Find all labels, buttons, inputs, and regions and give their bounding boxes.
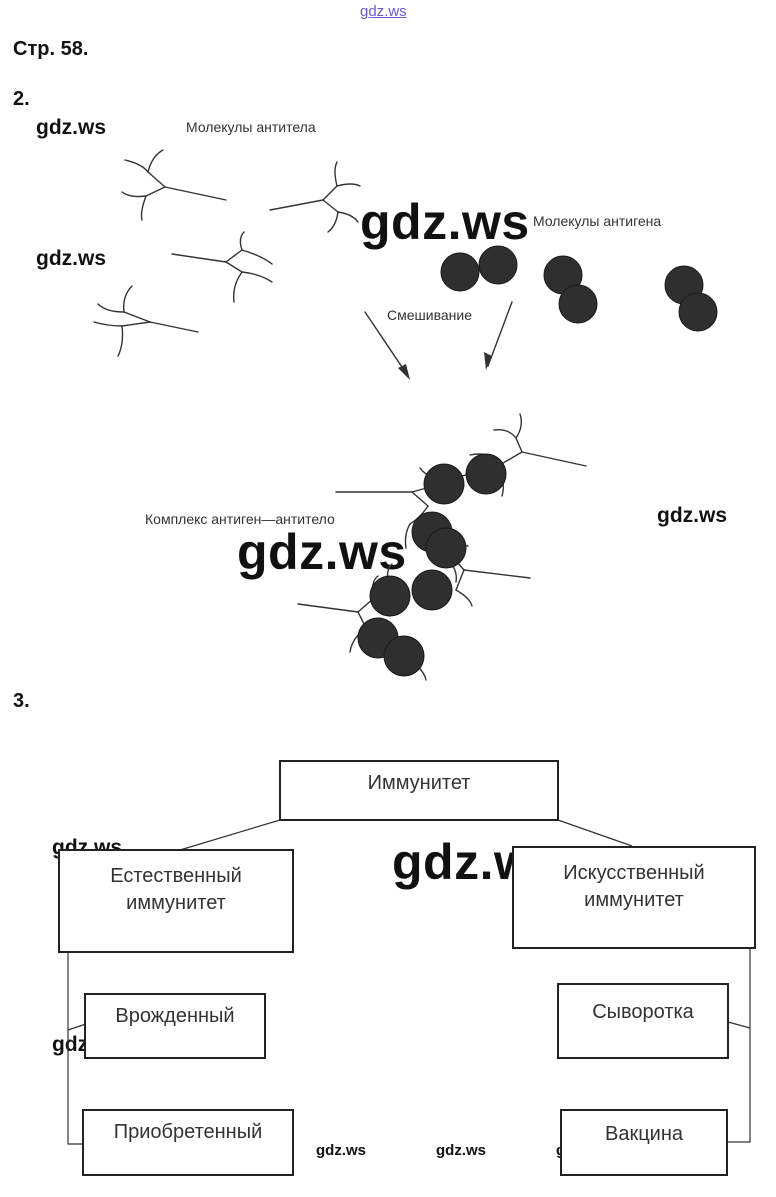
antigen-molecule xyxy=(678,292,718,332)
antibody-molecule xyxy=(121,149,227,221)
label-antigens: Молекулы антигена xyxy=(533,213,662,229)
watermark: gdz.ws xyxy=(657,504,728,527)
connector-line xyxy=(179,819,281,851)
tree-leaf-box: Врожденный xyxy=(84,993,266,1059)
tree-leaf-label: Сыворотка xyxy=(592,1001,694,1023)
connector-line xyxy=(728,948,751,1143)
connector-line xyxy=(67,1023,87,1031)
arrowhead xyxy=(484,352,492,370)
tree-leaf-label: Приобретенный xyxy=(113,1121,263,1143)
label-mixing: Смешивание xyxy=(387,307,472,323)
antigen-molecule xyxy=(465,453,507,495)
top-watermark-link[interactable]: gdz.ws xyxy=(360,3,407,20)
tree-leaf-label: Врожденный xyxy=(115,1005,235,1027)
watermark: gdz.ws xyxy=(316,1142,367,1159)
antigen-molecule xyxy=(411,569,453,611)
tree-left-box: Естественный иммунитет xyxy=(58,849,294,953)
antibody-antigen-diagram xyxy=(93,149,718,681)
tree-left-label: Естественный иммунитет xyxy=(110,865,242,914)
question-2-number: 2. xyxy=(13,88,30,110)
watermark: gdz.ws xyxy=(36,116,107,139)
antigen-molecule xyxy=(425,527,467,569)
antigen-molecule xyxy=(423,463,465,505)
label-antibodies: Молекулы антитела xyxy=(186,119,316,135)
connector-line xyxy=(727,1021,751,1029)
antigen-molecule xyxy=(369,575,411,617)
question-3-number: 3. xyxy=(13,690,30,712)
antigen-molecule xyxy=(440,252,480,292)
arrowheads xyxy=(398,352,492,380)
watermark-large: gdz.ws xyxy=(237,524,407,580)
tree-right-box: Искусственный иммунитет xyxy=(512,846,756,949)
tree-root-label: Иммунитет xyxy=(367,772,471,794)
antibody-molecule xyxy=(171,231,273,303)
watermark: gdz.ws xyxy=(436,1142,487,1159)
tree-leaf-box: Сыворотка xyxy=(557,983,729,1059)
watermark: gdz.ws xyxy=(36,247,107,270)
antigen-molecule xyxy=(558,284,598,324)
watermark-large: gdz.ws xyxy=(360,194,530,250)
arrow-line xyxy=(364,311,409,377)
tree-root-box: Иммунитет xyxy=(279,760,559,821)
connector-line xyxy=(67,952,84,1145)
tree-right-label: Искусственный иммунитет xyxy=(563,862,705,911)
tree-leaf-label: Вакцина xyxy=(604,1123,683,1145)
tree-leaf-box: Приобретенный xyxy=(82,1109,294,1176)
arrowhead xyxy=(398,364,410,380)
antibody-molecule xyxy=(269,161,361,233)
connector-line xyxy=(557,819,633,847)
antibody-molecule xyxy=(93,285,199,357)
tree-leaf-box: Вакцина xyxy=(560,1109,728,1176)
arrow-line xyxy=(487,301,513,367)
page-title: Стр. 58. xyxy=(13,38,89,60)
antigen-molecule xyxy=(478,245,518,285)
antigen-molecule xyxy=(383,635,425,677)
label-complex: Комплекс антиген—антитело xyxy=(145,511,335,527)
